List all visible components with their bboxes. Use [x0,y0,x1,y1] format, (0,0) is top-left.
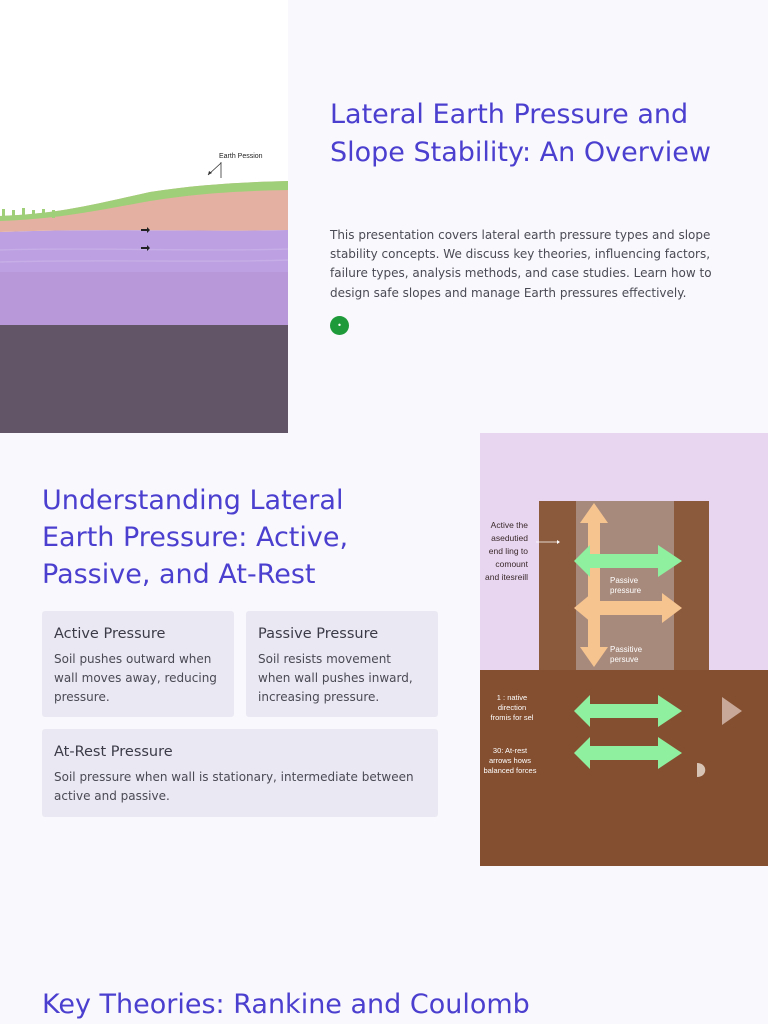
card-text: Soil pushes outward when wall moves away… [54,652,217,705]
card-title: Passive Pressure [258,626,379,642]
wall-label-left-2: end ling to [489,546,528,556]
slide1-title: Lateral Earth Pressure and Slope Stabili… [330,99,711,168]
native-label-0: 1 : native [497,693,527,702]
green-badge-icon[interactable]: • [330,316,349,335]
card-text: Soil pressure when wall is stationary, i… [54,770,414,804]
card-title: Active Pressure [54,626,166,642]
earth-pression-label: Earth Pession [219,153,263,160]
card-text: Soil resists movement when wall pushes i… [258,652,413,705]
atrest-label-2: balanced forces [484,766,537,775]
slope-cross-section-illustration: Earth Pession [0,0,288,433]
wall-label-left-1: asedutied [491,533,528,543]
passitive-label-1: persuve [610,655,639,664]
wall-label-left-0: Active the [491,520,529,530]
retaining-wall-illustration: Active the asedutied end ling to comount… [480,433,768,866]
atrest-label-0: 30: At-rest [493,746,528,755]
slide3-title: Key Theories: Rankine and Coulomb [42,989,530,1020]
atrest-label-1: arrows hows [489,756,531,765]
passive-pressure-label-1: pressure [610,586,642,595]
card-at-rest-pressure: At-Rest Pressure Soil pressure when wall… [42,729,438,817]
card-title: At-Rest Pressure [54,744,173,760]
wall-label-left-3: comount [495,559,528,569]
passitive-label-0: Passitive [610,645,643,654]
native-label-1: direction [498,703,526,712]
slide2-title: Understanding Lateral Earth Pressure: Ac… [42,485,349,590]
slide1-body: This presentation covers lateral earth p… [330,228,712,300]
card-passive-pressure: Passive Pressure Soil resists movement w… [246,611,438,717]
passive-pressure-label-0: Passive [610,576,639,585]
card-active-pressure: Active Pressure Soil pushes outward when… [42,611,234,717]
native-label-2: fromis for sel [491,713,534,722]
wall-label-left-4: and itesreill [485,572,528,582]
